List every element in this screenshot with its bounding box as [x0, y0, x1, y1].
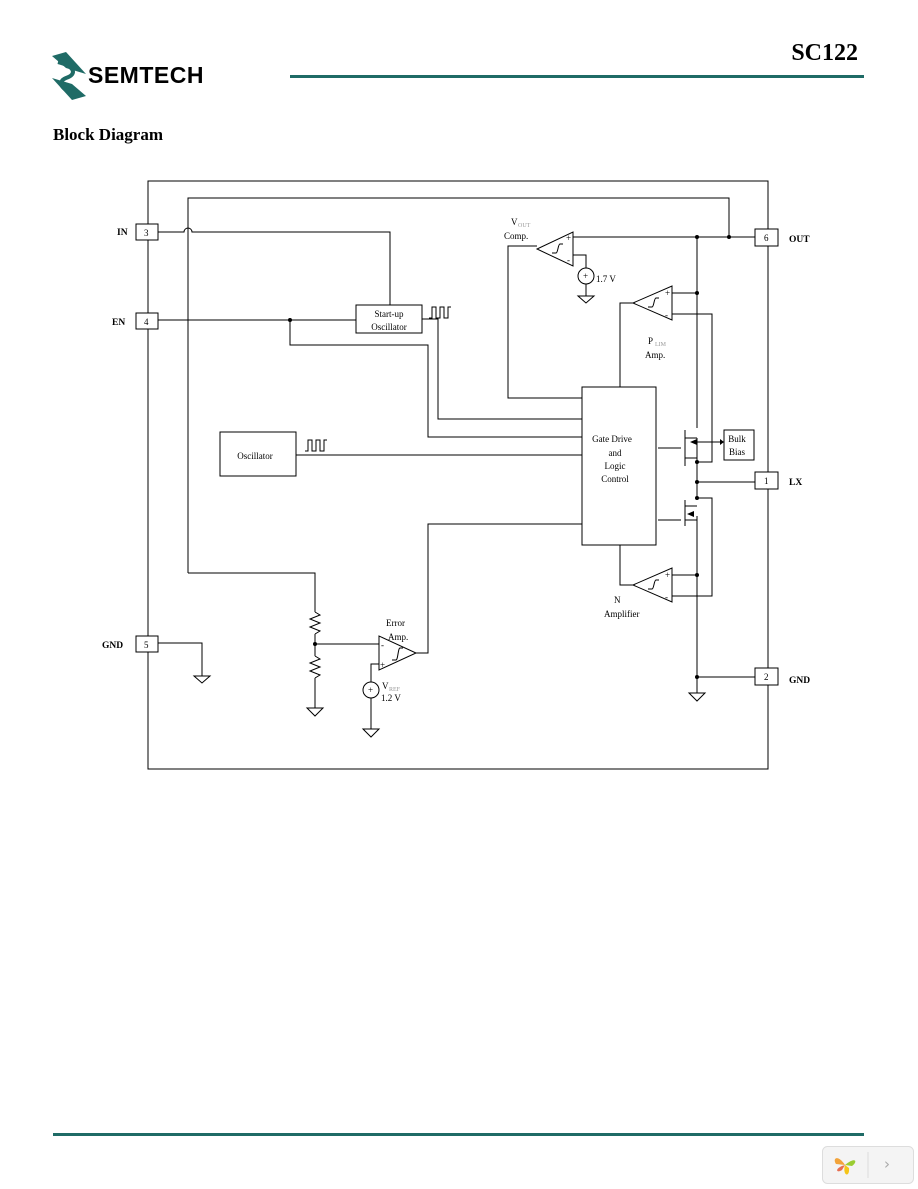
vout-comp-main: V — [511, 217, 518, 227]
pin-gnd2-label: GND — [789, 676, 810, 686]
bulk-bias-line2: Bias — [729, 447, 745, 457]
svg-text:+: + — [368, 685, 373, 695]
startup-osc-line2: Oscillator — [371, 322, 407, 332]
ref-17v-label: 1.7 V — [596, 274, 616, 284]
error-amp-line2: Amp. — [388, 632, 408, 642]
svg-text:+: + — [665, 570, 670, 580]
footer-rule — [53, 1133, 864, 1136]
viewer-nav: › — [822, 1146, 914, 1184]
brand-name: SEMTECH — [88, 62, 204, 88]
gate-drive-line1: Gate Drive — [592, 434, 632, 444]
svg-text:-: - — [567, 255, 570, 265]
pin-gnd5-label: GND — [102, 641, 123, 651]
svg-text:+: + — [380, 660, 385, 670]
n-amp-line2: Amplifier — [604, 609, 640, 619]
vref-sub: REF — [389, 687, 401, 693]
bulk-bias-line1: Bulk — [728, 434, 746, 444]
oscillator-label: Oscillator — [237, 451, 273, 461]
pin-lx-number: 1 — [764, 476, 769, 486]
pin-lx-label: LX — [789, 478, 802, 488]
pin-en-number: 4 — [144, 317, 149, 327]
vout-comp-line2: Comp. — [504, 231, 528, 241]
section-title: Block Diagram — [53, 125, 164, 144]
pin-gnd5-number: 5 — [144, 640, 149, 650]
pin-out-label: OUT — [789, 235, 810, 245]
pin-gnd2-number: 2 — [764, 672, 769, 682]
p-amp-main: P — [648, 336, 653, 346]
vout-comp-sub: OUT — [518, 223, 531, 229]
pin-en-label: EN — [112, 318, 125, 328]
svg-text:+: + — [566, 233, 571, 243]
pin-in-number: 3 — [144, 228, 149, 238]
n-amp-line1: N — [614, 595, 621, 605]
header-rule — [290, 75, 864, 78]
gate-drive-line4: Control — [601, 474, 629, 484]
svg-text:+: + — [583, 271, 588, 281]
pin-out-number: 6 — [764, 233, 769, 243]
startup-osc-line1: Start-up — [375, 309, 404, 319]
vref-value: 1.2 V — [381, 693, 401, 703]
semtech-logo-icon — [52, 52, 86, 105]
gate-drive-line2: and — [609, 448, 622, 458]
vref-main: V — [382, 681, 389, 691]
gate-drive-line3: Logic — [605, 461, 626, 471]
svg-text:-: - — [665, 310, 668, 320]
svg-text:-: - — [665, 592, 668, 602]
p-amp-sub: LIM — [655, 342, 667, 348]
chevron-right-icon[interactable]: › — [884, 1155, 890, 1173]
p-amp-line2: Amp. — [645, 350, 665, 360]
part-number: SC122 — [791, 40, 858, 66]
svg-text:+: + — [665, 288, 670, 298]
pin-in-label: IN — [117, 228, 128, 238]
error-amp-line1: Error — [386, 618, 405, 628]
svg-text:-: - — [381, 640, 384, 650]
pinwheel-logo-icon[interactable] — [830, 1152, 860, 1178]
